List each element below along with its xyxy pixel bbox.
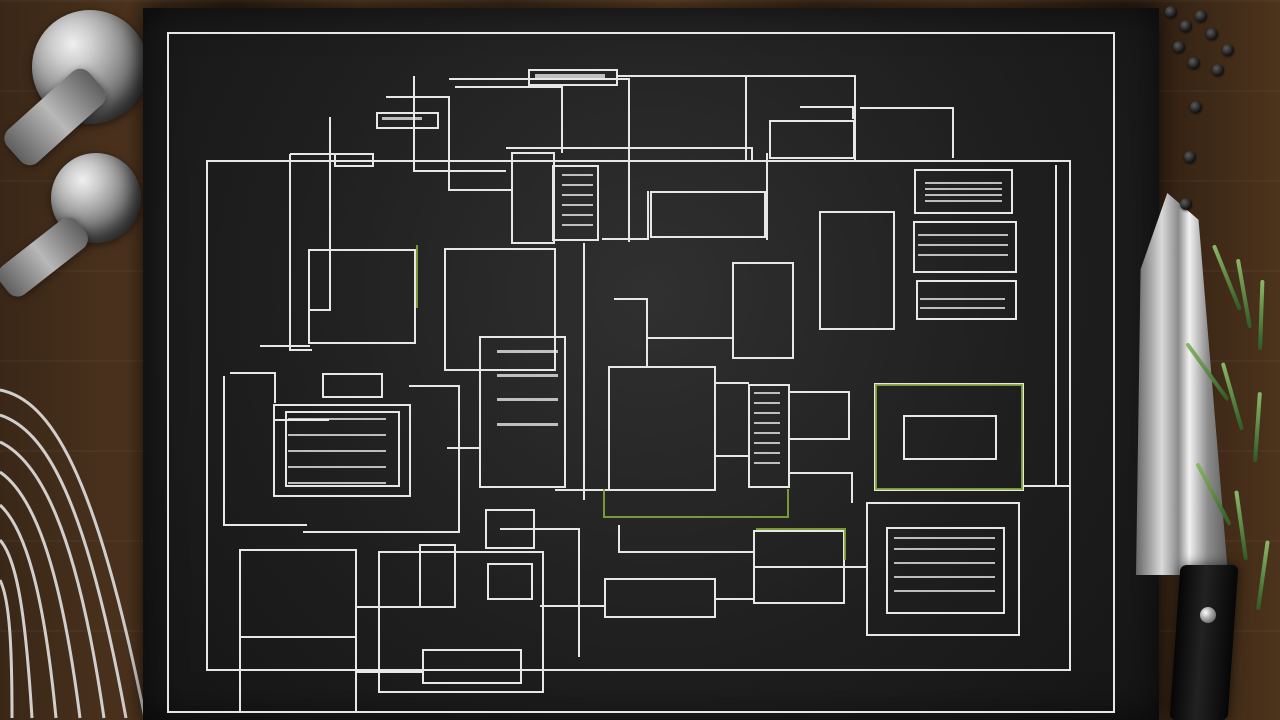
knife-handle (1169, 565, 1239, 720)
peppercorn (1206, 28, 1218, 40)
peppercorn (1180, 198, 1192, 210)
peppercorn (1188, 57, 1200, 69)
peppercorn (1195, 10, 1207, 22)
peppercorn (1184, 151, 1196, 163)
blackboard (143, 8, 1159, 720)
peppercorn (1173, 41, 1185, 53)
knife-rivet (1200, 607, 1216, 623)
peppercorn (1212, 64, 1224, 76)
peppercorn (1165, 6, 1177, 18)
peppercorn (1180, 20, 1192, 32)
peppercorn (1190, 101, 1202, 113)
peppercorn (1222, 44, 1234, 56)
